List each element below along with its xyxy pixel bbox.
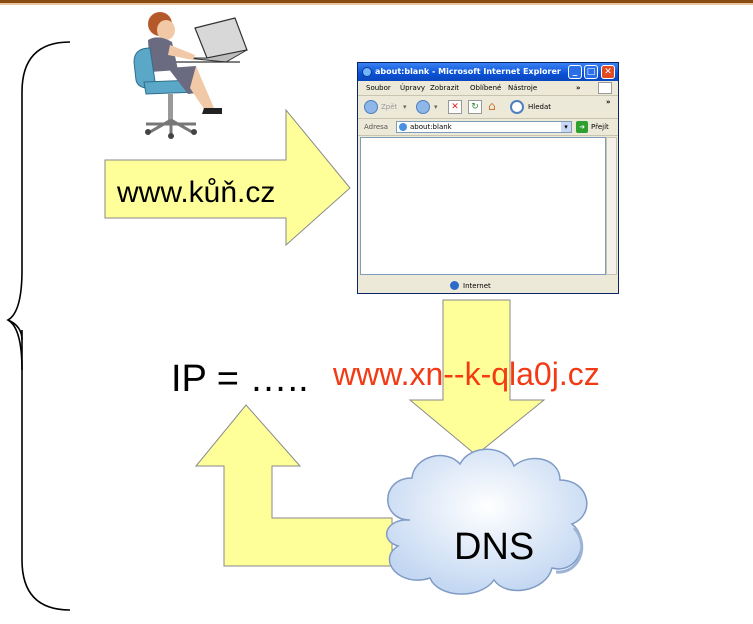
slide-top-bar (0, 0, 753, 3)
stop-icon[interactable]: ✕ (448, 100, 462, 114)
arrow-to-dns (408, 299, 546, 456)
close-button[interactable]: ✕ (601, 65, 615, 79)
search-label[interactable]: Hledat (528, 103, 551, 111)
forward-dropdown-icon[interactable]: ▾ (434, 103, 438, 111)
dns-label: DNS (454, 526, 535, 568)
menu-item-favorites[interactable]: Oblíbené (470, 84, 502, 92)
idn-url-label: www.kůň.cz (117, 176, 276, 209)
vertical-scrollbar[interactable] (606, 137, 617, 275)
punycode-url-label: www.xn--k-qla0j.cz (333, 356, 600, 392)
address-input[interactable]: about:blank ▾ (396, 121, 572, 133)
status-zone: Internet (463, 282, 491, 290)
browser-title-bar: about:blank - Microsoft Internet Explore… (358, 63, 618, 81)
lower-brace-top (7, 319, 23, 341)
menu-item-tools[interactable]: Nástroje (508, 84, 538, 92)
arrow-to-ip (194, 404, 393, 567)
back-label[interactable]: Zpět (381, 103, 398, 111)
ie-logo-icon (362, 67, 372, 77)
maximize-button[interactable]: □ (584, 65, 598, 79)
browser-page-content[interactable] (360, 137, 606, 275)
page-icon (399, 123, 407, 131)
refresh-icon[interactable]: ↻ (468, 100, 482, 114)
address-bar: Adresa about:blank ▾ ➔ Přejít (358, 119, 618, 136)
lower-brace (21, 330, 71, 611)
upper-brace (6, 41, 71, 371)
person-at-laptop-illustration (133, 12, 248, 139)
status-bar: Internet (358, 277, 618, 293)
address-label: Adresa (364, 123, 389, 131)
go-label[interactable]: Přejít (591, 123, 609, 131)
go-icon[interactable]: ➔ (576, 121, 588, 133)
address-value: about:blank (410, 123, 452, 131)
browser-title: about:blank - Microsoft Internet Explore… (375, 67, 561, 76)
minimize-button[interactable]: _ (568, 65, 582, 79)
browser-window: about:blank - Microsoft Internet Explore… (357, 62, 619, 294)
forward-icon[interactable] (416, 100, 430, 114)
search-icon[interactable] (510, 100, 524, 114)
menu-item-edit[interactable]: Úpravy (400, 84, 426, 92)
internet-globe-icon (450, 281, 459, 290)
home-icon[interactable]: ⌂ (488, 99, 496, 113)
menu-overflow-icon[interactable]: » (576, 84, 581, 92)
back-icon[interactable] (364, 100, 378, 114)
toolbar-overflow-icon[interactable]: » (606, 98, 611, 106)
dns-cloud (386, 448, 588, 595)
browser-toolbar: Zpět ▾ ▾ ✕ ↻ ⌂ Hledat » (358, 96, 618, 119)
windows-flag-icon (598, 82, 612, 94)
dns-cloud-shadow (555, 526, 584, 574)
ip-result-label: IP = ….. (171, 358, 309, 400)
arrow-to-browser (104, 108, 351, 247)
menu-item-file[interactable]: Soubor (366, 84, 391, 92)
browser-menu-bar: Soubor Úpravy Zobrazit Oblíbené Nástroje… (358, 81, 618, 96)
address-dropdown-icon[interactable]: ▾ (561, 122, 571, 132)
back-dropdown-icon[interactable]: ▾ (403, 103, 407, 111)
menu-item-view[interactable]: Zobrazit (430, 84, 460, 92)
slide-top-bar-shadow (0, 3, 753, 5)
